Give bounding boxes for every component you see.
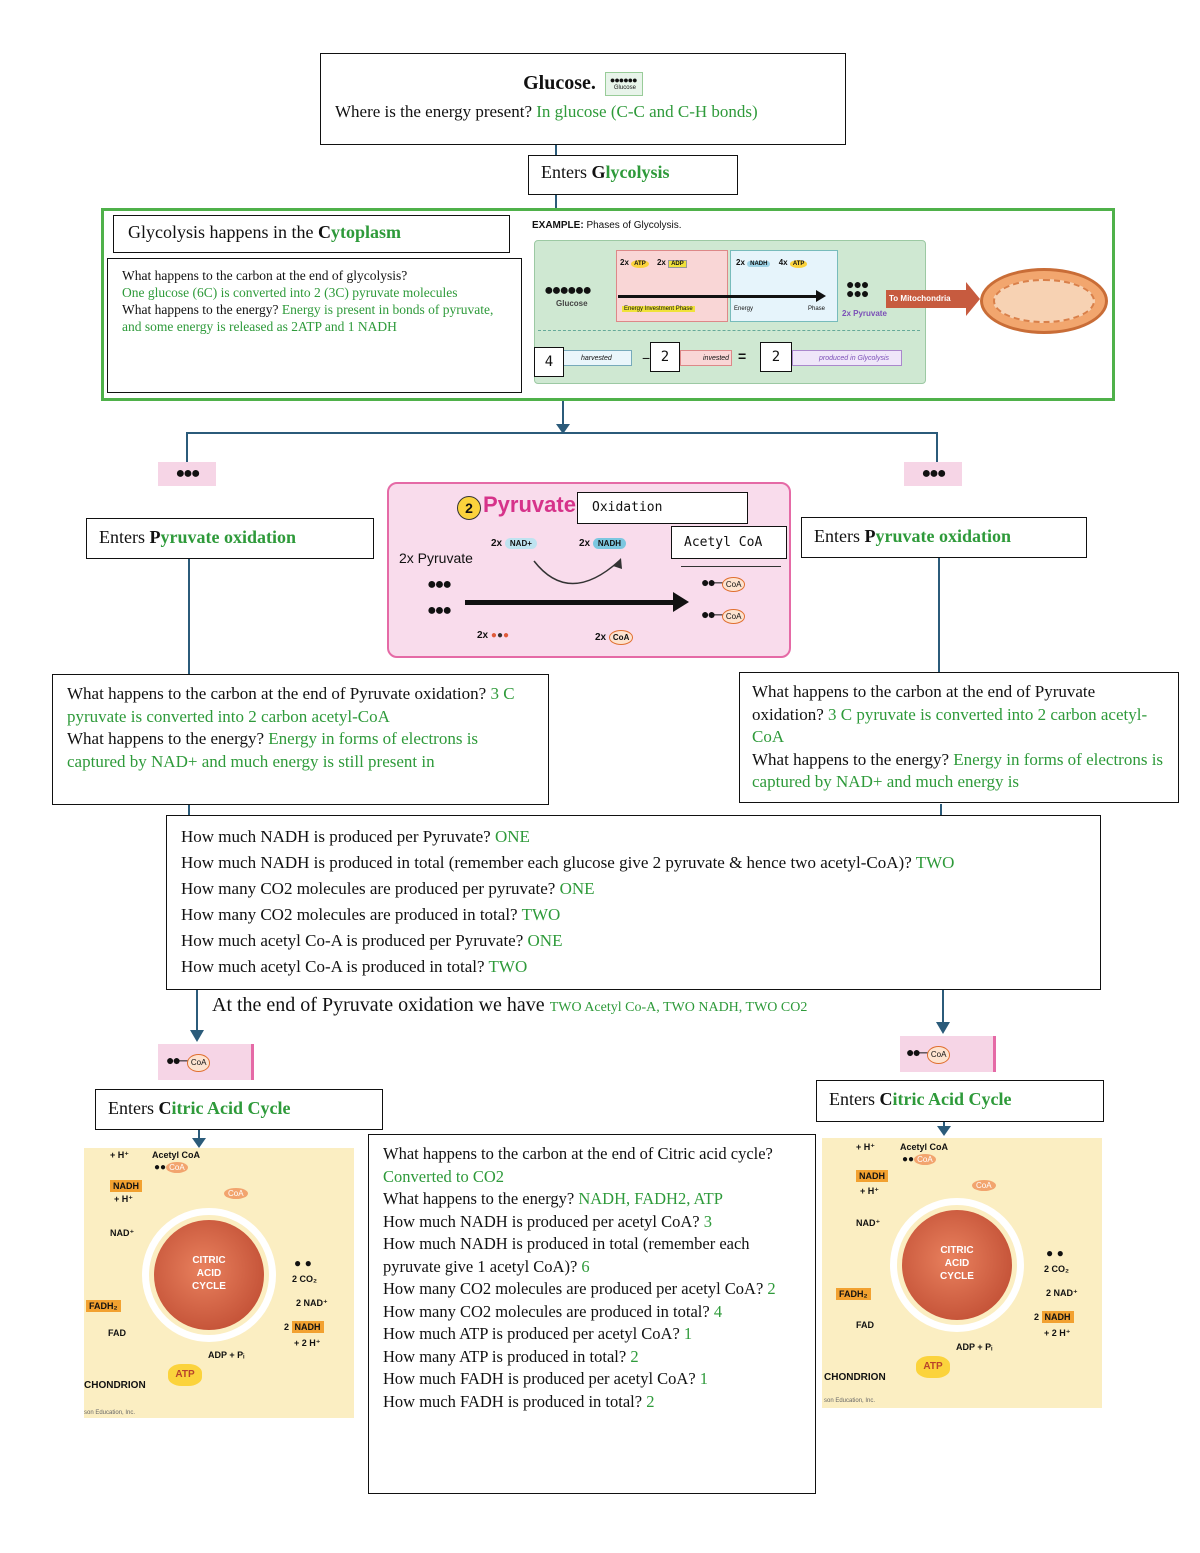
pyruvate-dots-fig: ●●●●●● [427,576,452,619]
connector-right-vertical [936,432,938,462]
glucose-title: Glucose. [523,72,596,94]
connector-frame-down [562,400,564,428]
totals-row: How much NADH is produced per Pyruvate? … [181,827,530,846]
enters-glycolysis-box: Enters Glycolysis [528,155,738,195]
nad-reduction-curve [533,558,622,585]
connector-right-citric [942,990,944,1022]
atp-icon: ATP [631,260,649,268]
glycolysis-frame [101,208,1115,401]
acetyl-coa-2: ●●─CoA [701,606,746,624]
two-x-pyruvate: 2x Pyruvate [399,550,473,566]
glucose-question: Where is the energy present? [335,102,532,121]
citric-cycle-diagram-left: + H⁺ Acetyl CoA ●●CoA NADH + H⁺ CoA NAD⁺… [84,1148,354,1418]
harvested-tile: harvested [560,350,632,366]
connector-glucose-glycolysis [555,144,557,156]
pyruvate-dots: ●●●●●● [846,276,869,301]
enters-pyruvate-right: Enters Pyruvate oxidation [801,517,1087,558]
cycle-ring [142,1208,276,1342]
glycolysis-a2: Energy is present in bonds of pyruvate, … [122,302,494,334]
energy-label: Energy [734,306,754,312]
nad-plus-icon: NAD+ [504,538,537,549]
produced-tile: produced in Glycolysis [792,350,902,366]
connector-right-mid [938,558,940,672]
connector-left-lower [188,804,190,816]
arrow-head-right-diagram [937,1126,951,1136]
enters-pyruvate-left: Enters Pyruvate oxidation [86,518,374,559]
enters-citric-right: Enters Citric Acid Cycle [816,1080,1104,1122]
example-title: Phases of Glycolysis. [586,220,682,231]
arrow-head-left-diagram [192,1138,206,1148]
totals-row: How much acetyl Co-A is produced per Pyr… [181,931,563,950]
invested-value: 2 [650,342,680,372]
to-mito-arrow: To Mitochondria [886,290,968,308]
glucose-label: Glucose [556,299,588,308]
totals-row: How many CO2 molecules are produced in t… [181,905,561,924]
investment-phase-label: Energy Investment Phase [622,306,695,312]
atp-icon-2: ATP [789,260,808,268]
citric-cycle-diagram-right: + H⁺ Acetyl CoA ●●CoA NADH + H⁺ CoA NAD⁺… [822,1138,1102,1408]
connector-left-vertical [186,432,188,462]
pyruvate-question-right: What happens to the carbon at the end of… [739,672,1179,803]
glucose-dots: ●●●●●● [544,282,592,299]
arrow-head-right-citric [936,1022,950,1034]
glycolysis-main-arrow-head [816,290,826,302]
nadh-icon-fig: NADH [592,538,627,549]
enters-citric-left: Enters Citric Acid Cycle [95,1089,383,1130]
glucose-icon: ●●●●●● Glucose [604,72,643,97]
connector-glycolysis-frame [555,194,557,210]
glycolysis-question-box: What happens to the carbon at the end of… [107,258,522,393]
step-number-badge: 2 [457,496,481,520]
connector-right-to-diagram [943,1122,945,1128]
atp-star-icon-right: ATP [916,1356,950,1378]
phase-label: Phase [808,306,826,312]
end-summary: At the end of Pyruvate oxidation we have… [212,994,808,1016]
glucose-answer: In glucose (C-C and C-H bonds) [536,102,758,121]
acetyl-coa-badge-right: ●●─CoA [900,1036,996,1072]
totals-row: How much acetyl Co-A is produced in tota… [181,957,528,976]
oxidation-label-box: Oxidation [577,492,748,524]
acetyl-coa-badge-left: ●●─CoA [158,1044,254,1080]
citric-question-box: What happens to the carbon at the end of… [368,1134,816,1494]
mitochondria-image [980,268,1108,334]
invested-tile: invested [680,350,732,366]
produced-value: 2 [760,342,792,372]
connector-left-mid [188,558,190,674]
pyruvate-main-arrow-head [673,592,689,612]
glycolysis-a1: One glucose (6C) is converted into 2 (3C… [122,285,458,300]
totals-box: How much NADH is produced per Pyruvate? … [166,815,1101,990]
pyruvate-badge-left: ●●● [158,462,216,486]
connector-right-lower [940,804,942,816]
example-label: EXAMPLE: [532,220,584,231]
acetyl-coa-label-box: Acetyl CoA [671,526,787,559]
glycolysis-main-arrow [618,295,818,298]
coa-icon-fig: CoA [608,630,634,645]
glucose-box: Glucose. ●●●●●● Glucose Where is the ene… [320,53,846,145]
adp-icon: ADP [668,260,687,268]
totals-row: How much NADH is produced in total (reme… [181,853,955,872]
acetyl-coa-1: ●●─CoA [701,574,746,592]
glycolysis-q1: What happens to the carbon at the end of… [122,268,408,283]
harvested-value: 4 [534,347,564,377]
co2-icon: ● [490,630,497,641]
pyruvate-title: Pyruvate [483,492,576,517]
connector-left-to-diagram [198,1130,200,1140]
pyruvate-badge-right: ●●● [904,462,962,486]
connector-horizontal-split [186,432,938,434]
pyruvate-question-left: What happens to the carbon at the end of… [52,674,549,805]
glycolysis-location-box: Glycolysis happens in the Cytoplasm [113,215,510,253]
nadh-icon: NADH [747,261,771,267]
to-mito-arrow-head [966,282,980,316]
cycle-ring-right [890,1198,1024,1332]
pyruvate-main-arrow [465,600,675,605]
glycolysis-q2: What happens to the energy? [122,302,279,317]
atp-star-icon: ATP [168,1364,202,1386]
arrow-head-left-citric [190,1030,204,1042]
connector-left-citric [196,990,198,1032]
glycolysis-figure: EXAMPLE: Phases of Glycolysis. ●●●●●● Gl… [530,218,1108,388]
arrow-head-down [556,424,570,434]
totals-row: How many CO2 molecules are produced per … [181,879,595,898]
pyruvate-label: 2x Pyruvate [842,309,887,318]
